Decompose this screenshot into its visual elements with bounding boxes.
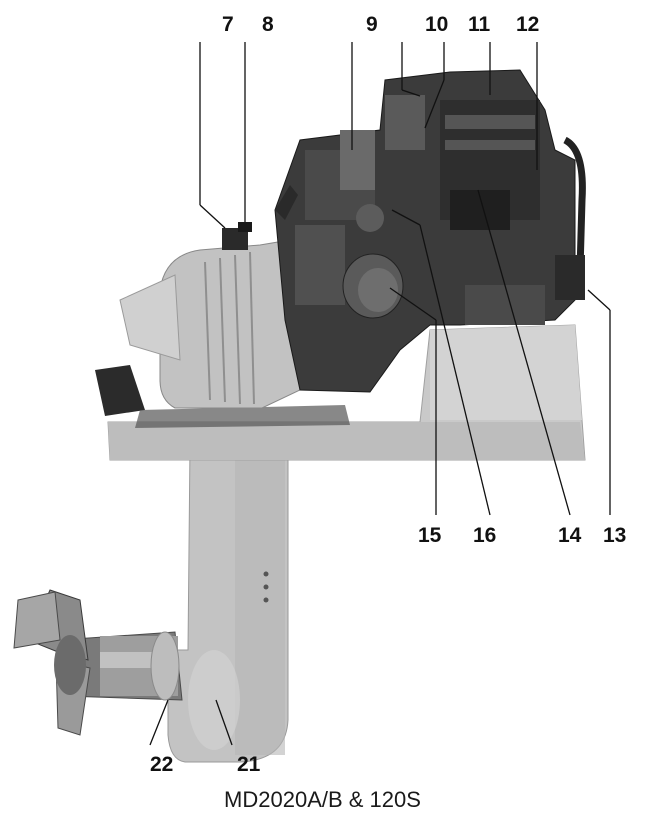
callout-14: 14 [558,524,582,547]
callout-8: 8 [262,13,274,36]
figure-caption: MD2020A/B & 120S [224,787,421,812]
callout-9: 9 [366,13,378,36]
callout-16: 16 [473,524,497,547]
engine-bed [95,324,586,461]
callout-11: 11 [468,13,491,36]
callout-7: 7 [222,13,234,36]
saildrive-leg [167,444,289,763]
callout-13: 13 [603,524,627,547]
callout-21: 21 [237,753,261,776]
callout-15: 15 [418,524,442,547]
leader-lines [149,42,611,746]
callout-22: 22 [150,753,174,776]
callout-12: 12 [516,13,540,36]
callout-10: 10 [425,13,449,36]
engine-block [274,69,586,393]
propeller [13,589,183,736]
gearbox-housing [119,222,301,409]
